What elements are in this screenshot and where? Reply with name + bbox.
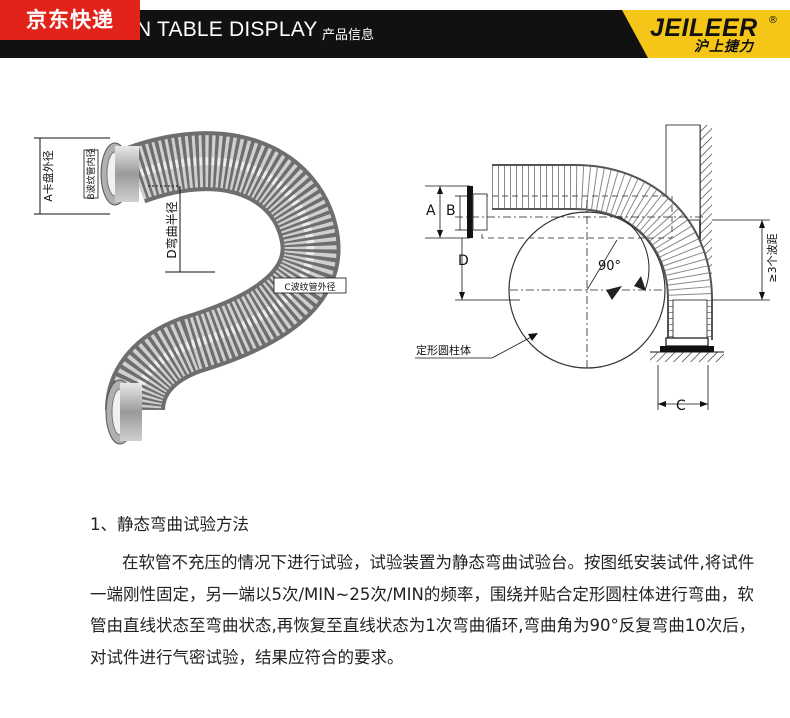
brand-logo-text: JEILEER (650, 14, 758, 42)
content-section: 1、静态弯曲试验方法 在软管不充压的情况下进行试验，试验装置为静态弯曲试验台。按… (90, 513, 770, 673)
photo-label-d: D弯曲半径 (164, 201, 179, 258)
diagram-label-c: C (676, 398, 686, 414)
diagram-label-b: B (446, 203, 456, 219)
photo-label-a: A卡盘外径 (41, 150, 55, 202)
diagram-angle-label: 90° (598, 259, 621, 274)
diagram-label-a: A (426, 203, 436, 219)
header-title: N TABLE DISPLAY (136, 18, 318, 41)
section-heading: 1、静态弯曲试验方法 (90, 515, 249, 534)
diagram-label-d: D (458, 253, 469, 269)
brand-logo-chinese: 沪上捷力 (694, 39, 754, 55)
diagram-pitch-label: ≥3个波距 (766, 233, 779, 282)
photo-label-b: B波纹管内径 (85, 148, 97, 199)
photo-label-c: C波纹管外径 (284, 281, 335, 293)
hose-photo: A卡盘外径 B波纹管内径 D弯曲半径 C波纹管外径 (34, 131, 347, 445)
header-subtitle: 产品信息 (322, 28, 375, 43)
product-figure: A卡盘外径 B波纹管内径 D弯曲半径 C波纹管外径 (34, 124, 779, 445)
jd-express-badge: 京东快递 (0, 0, 140, 40)
brand-logo-panel (622, 10, 790, 58)
bend-test-diagram: 90° A B D ≥3个波距 定形圆柱体 (415, 124, 779, 414)
registered-mark: ® (768, 15, 778, 26)
section-paragraph: 在软管不充压的情况下进行试验，试验装置为静态弯曲试验台。按图纸安装试件,将试件一… (90, 553, 756, 667)
diagram-cylinder-label: 定形圆柱体 (416, 343, 471, 357)
